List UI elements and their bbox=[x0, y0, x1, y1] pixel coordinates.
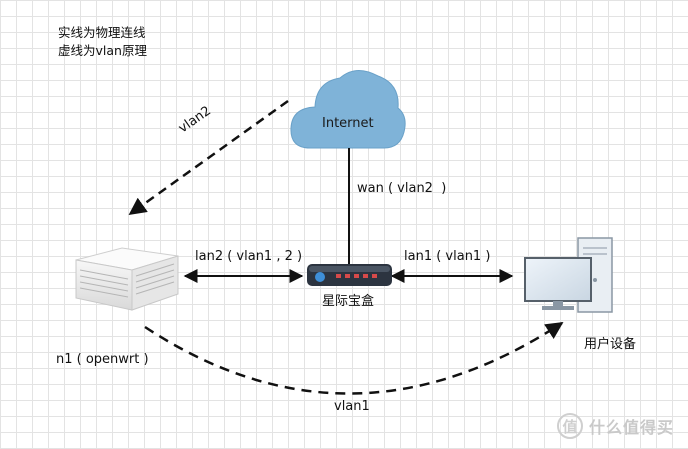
legend-dashed-note: 虚线为vlan原理 bbox=[58, 43, 147, 58]
n1-label: n1 ( openwrt ) bbox=[56, 352, 149, 367]
vlan2-dashed-line bbox=[128, 99, 289, 216]
desktop-computer-icon bbox=[524, 237, 613, 313]
watermark-logo-icon: 值 bbox=[556, 413, 583, 439]
wan-link-label: wan ( vlan2 ) bbox=[357, 181, 447, 196]
watermark-text: 什么值得买 bbox=[588, 418, 674, 437]
cloud-icon bbox=[290, 70, 406, 149]
user-device-label: 用户设备 bbox=[584, 337, 637, 352]
watermark: 值 什么值得买 bbox=[556, 413, 674, 439]
router-label: 星际宝盒 bbox=[322, 294, 375, 309]
vlan1-dashed-curve bbox=[144, 321, 564, 395]
router-icon bbox=[307, 264, 392, 286]
n1-box-icon bbox=[75, 247, 179, 311]
vlan1-dashed-label: vlan1 bbox=[334, 399, 370, 414]
internet-label: Internet bbox=[322, 116, 374, 131]
legend-solid-note: 实线为物理连线 bbox=[58, 25, 146, 40]
lan1-link-label: lan1 ( vlan1 ) bbox=[404, 249, 491, 264]
lan2-link-label: lan2 ( vlan1 , 2 ) bbox=[195, 249, 303, 264]
